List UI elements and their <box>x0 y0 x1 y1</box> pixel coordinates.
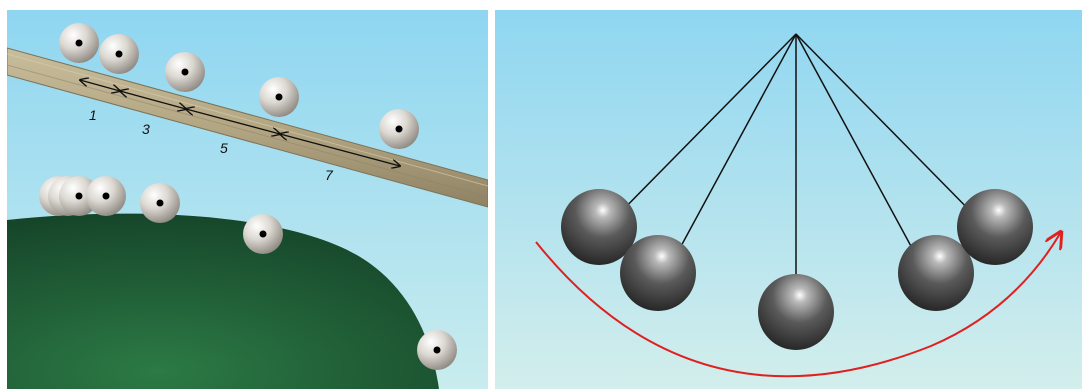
inclined-plane-figure: 1 3 5 7 <box>7 10 488 389</box>
pendulum-bob <box>957 189 1033 265</box>
pendulum-string <box>795 33 986 227</box>
pendulum-string <box>795 33 926 273</box>
distance-arrow <box>120 91 186 109</box>
ball <box>259 77 299 117</box>
hill-balls <box>39 176 457 370</box>
segment-label: 1 <box>89 107 97 123</box>
swing-arrow <box>535 232 1061 378</box>
green-hill <box>7 213 439 389</box>
distance-arrows <box>80 80 400 166</box>
ball <box>417 330 457 370</box>
distance-arrow <box>280 134 400 166</box>
inclined-plane-svg: 1 3 5 7 <box>7 10 488 389</box>
pendulum-string <box>666 33 797 273</box>
pendulum-bob <box>561 189 637 265</box>
ball <box>99 34 139 74</box>
ball <box>86 176 126 216</box>
ball <box>243 214 283 254</box>
pendulum-bob <box>898 235 974 311</box>
pendulum-string <box>606 33 797 227</box>
segment-label: 5 <box>220 140 228 156</box>
ball <box>59 23 99 63</box>
pendulum-bob <box>758 274 834 350</box>
pendulum-bobs <box>561 189 1033 350</box>
pendulum-bob <box>620 235 696 311</box>
ball <box>165 52 205 92</box>
pendulum-svg <box>495 10 1082 389</box>
ball <box>379 109 419 149</box>
board-balls <box>59 23 419 149</box>
ball <box>140 183 180 223</box>
pendulum-strings <box>606 33 986 310</box>
pendulum-figure <box>495 10 1082 389</box>
segment-label: 7 <box>325 167 334 183</box>
distance-arrow <box>186 109 280 134</box>
distance-arrow <box>80 80 120 91</box>
segment-label: 3 <box>142 121 150 137</box>
